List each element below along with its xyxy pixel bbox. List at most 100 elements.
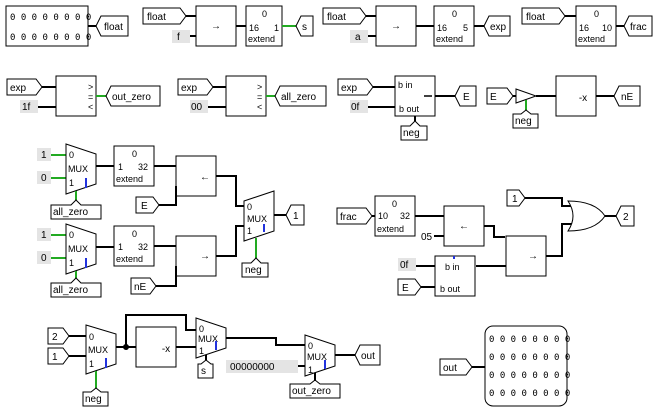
svg-text:E: E bbox=[141, 201, 148, 212]
negator bbox=[555, 75, 597, 117]
svg-text:32: 32 bbox=[400, 211, 410, 221]
svg-text:extend: extend bbox=[377, 224, 404, 234]
constant-05: 05 bbox=[421, 232, 433, 243]
svg-text:MUX: MUX bbox=[88, 345, 108, 355]
svg-text:0: 0 bbox=[594, 9, 599, 19]
bit-extender-6: 0 10 32 extend bbox=[374, 195, 416, 237]
svg-text:0: 0 bbox=[89, 332, 94, 342]
svg-text:out_zero: out_zero bbox=[112, 92, 151, 103]
bit-extender-1: 0 16 1 extend bbox=[245, 5, 283, 47]
bit-extender-3: 0 16 10 extend bbox=[575, 5, 617, 47]
constant-mux-in-0: 0 bbox=[41, 173, 47, 184]
svg-text:-x: -x bbox=[579, 93, 587, 104]
tunnel-float: float bbox=[95, 15, 129, 37]
svg-text:0: 0 bbox=[308, 341, 313, 351]
svg-text:1: 1 bbox=[293, 211, 299, 222]
tunnel-float: float bbox=[142, 7, 187, 25]
svg-text:neg: neg bbox=[515, 116, 532, 127]
tunnel-exp: exp bbox=[337, 78, 374, 96]
svg-text:10: 10 bbox=[602, 23, 612, 33]
constant-mux-in-1: 1 bbox=[41, 230, 47, 241]
svg-text:→: → bbox=[200, 251, 210, 262]
shift-left-frac bbox=[443, 205, 485, 247]
svg-text:extend: extend bbox=[116, 174, 143, 184]
svg-text:>: > bbox=[88, 82, 93, 92]
tunnel-neg: neg bbox=[400, 120, 428, 141]
tunnel-out: out bbox=[354, 344, 381, 366]
svg-text:1: 1 bbox=[118, 162, 123, 172]
svg-text:float: float bbox=[104, 22, 123, 33]
svg-text:0: 0 bbox=[69, 150, 74, 160]
controlled-buffer bbox=[515, 88, 538, 104]
bit-extender-2: 0 16 5 extend bbox=[433, 5, 475, 47]
svg-text:5: 5 bbox=[463, 23, 468, 33]
constant-f-label: f bbox=[177, 32, 180, 43]
svg-text:<: < bbox=[257, 102, 262, 112]
constant-a: a bbox=[355, 32, 361, 43]
pin-bits-row-2: 0 0 0 0 0 0 0 0 bbox=[10, 33, 91, 43]
svg-text:s: s bbox=[201, 366, 206, 377]
svg-text:MUX: MUX bbox=[307, 352, 327, 362]
svg-text:0: 0 bbox=[69, 230, 74, 240]
svg-text:neg: neg bbox=[85, 394, 102, 405]
constant-f bbox=[172, 30, 190, 43]
tunnel-E: E bbox=[135, 196, 160, 214]
tunnel-1: 1 bbox=[506, 189, 526, 207]
svg-text:float: float bbox=[327, 12, 346, 23]
constant-0f: 0f bbox=[400, 260, 409, 271]
tunnel-E: E bbox=[486, 87, 514, 105]
svg-text:b out: b out bbox=[399, 104, 420, 114]
svg-text:all_zero: all_zero bbox=[53, 285, 88, 296]
shift-right-frac bbox=[505, 235, 547, 277]
svg-text:out: out bbox=[443, 363, 457, 374]
svg-text:>: > bbox=[257, 82, 262, 92]
tunnel-out-zero: out_zero bbox=[105, 85, 161, 107]
svg-text:0: 0 bbox=[262, 9, 267, 19]
mux-6: 0 MUX 1 bbox=[304, 334, 336, 377]
svg-text:0: 0 bbox=[392, 199, 397, 209]
tunnel-1: 1 bbox=[285, 204, 305, 226]
tunnel-2: 2 bbox=[47, 327, 70, 345]
svg-text:10: 10 bbox=[378, 211, 388, 221]
probe-row-4: 0 0 0 0 0 0 0 0 bbox=[489, 389, 570, 399]
comparator-1: > = < bbox=[55, 75, 97, 117]
constant-mux-in-0: 0 bbox=[41, 253, 47, 264]
svg-text:2: 2 bbox=[52, 332, 58, 343]
tunnel-all-zero: all_zero bbox=[50, 199, 102, 220]
svg-text:extend: extend bbox=[436, 34, 463, 44]
svg-text:b in: b in bbox=[445, 262, 460, 272]
svg-text:16: 16 bbox=[437, 23, 447, 33]
tunnel-s: s bbox=[197, 359, 214, 379]
tunnel-out-zero: out_zero bbox=[289, 379, 341, 399]
svg-text:exp: exp bbox=[181, 83, 198, 94]
negator-2 bbox=[135, 326, 177, 368]
float-input-pin[interactable]: 0 0 0 0 0 0 0 0 0 0 0 0 0 0 0 0 bbox=[5, 5, 91, 47]
svg-text:neg: neg bbox=[403, 128, 420, 139]
svg-text:E: E bbox=[463, 92, 470, 103]
probe-row-3: 0 0 0 0 0 0 0 0 bbox=[489, 371, 570, 381]
svg-text:float: float bbox=[147, 12, 166, 23]
svg-text:extend: extend bbox=[248, 34, 275, 44]
subtractor-exp: b in b out bbox=[394, 75, 436, 117]
tunnel-exp: exp bbox=[6, 78, 43, 96]
svg-text:1: 1 bbox=[199, 346, 204, 356]
svg-text:0: 0 bbox=[452, 9, 457, 19]
tunnel-neg: neg bbox=[241, 257, 269, 278]
svg-text:-x: -x bbox=[162, 344, 170, 355]
svg-text:nE: nE bbox=[621, 92, 634, 103]
mux-3: 0 MUX 1 bbox=[243, 190, 275, 242]
constant-mux-in-1: 1 bbox=[41, 150, 47, 161]
constant-1f: 1f bbox=[22, 102, 31, 113]
constant-0f: 0f bbox=[351, 102, 360, 113]
svg-text:32: 32 bbox=[138, 162, 148, 172]
adder-2: b in b out bbox=[434, 255, 476, 297]
svg-text:1: 1 bbox=[69, 258, 74, 268]
tunnel-2: 2 bbox=[615, 205, 635, 227]
svg-text:out_zero: out_zero bbox=[292, 386, 331, 397]
tunnel-neg: neg bbox=[82, 387, 109, 407]
tunnel-all-zero: all_zero bbox=[50, 277, 102, 298]
svg-text:32: 32 bbox=[138, 242, 148, 252]
svg-text:exp: exp bbox=[341, 83, 358, 94]
svg-text:b in: b in bbox=[398, 80, 413, 90]
svg-text:16: 16 bbox=[249, 23, 259, 33]
